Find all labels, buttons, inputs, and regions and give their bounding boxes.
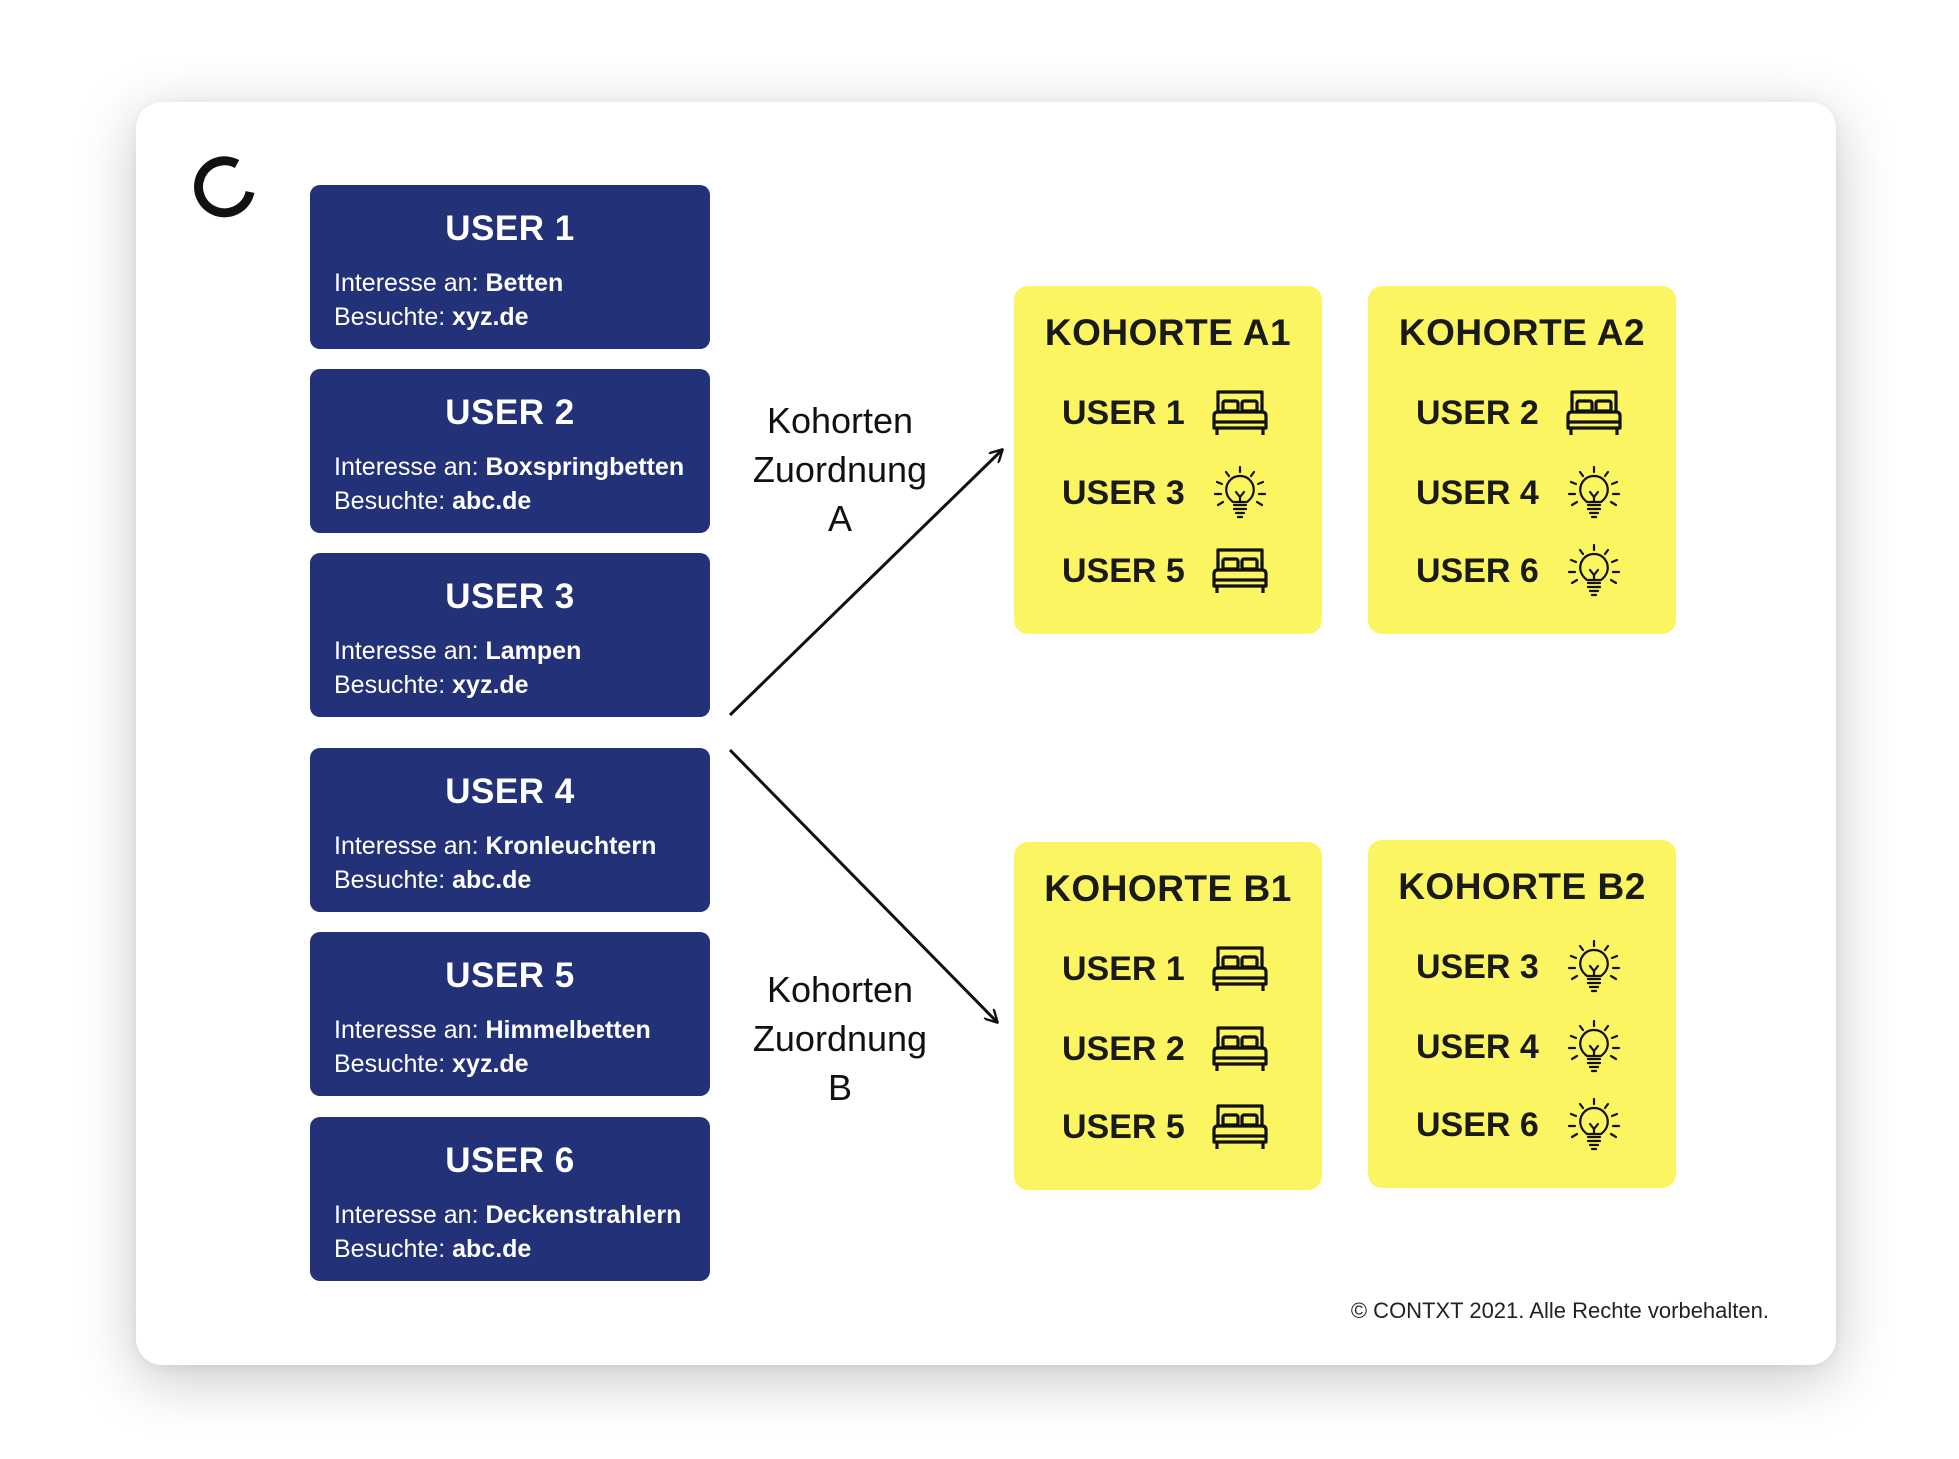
interest-label: Interesse an: [334,453,486,481]
visited-value: xyz.de [452,671,529,699]
lightbulb-icon [1564,940,1624,996]
visited-value: abc.de [452,487,532,515]
interest-value: Boxspringbetten [485,453,685,481]
interest-value: Himmelbetten [485,1016,651,1044]
user-card-2: USER 2 Interesse an: Boxspringbetten Bes… [310,369,710,533]
member-label: USER 4 [1416,1028,1539,1066]
member-label: USER 6 [1416,552,1539,590]
lightbulb-icon [1564,544,1624,600]
cohort-member: USER 5 [1062,1100,1302,1156]
lightbulb-icon [1564,1098,1624,1154]
interest-value: Kronleuchtern [485,832,657,860]
bed-icon [1210,386,1270,442]
visited-value: abc.de [452,1235,532,1263]
cohort-member: USER 2 [1062,1022,1302,1078]
cohort-title: KOHORTE A2 [1398,312,1646,353]
cohort-a2: KOHORTE A2 USER 2 USER 4 USER 6 [1368,286,1676,634]
user-title: USER 4 [445,772,575,811]
interest-label: Interesse an: [334,832,486,860]
cohort-member: USER 4 [1416,466,1656,522]
user-title: USER 5 [445,956,575,995]
visited-label: Besuchte: [334,866,453,894]
contxt-logo-icon [194,156,255,218]
user-card-5: USER 5 Interesse an: Himmelbetten Besuch… [310,932,710,1096]
member-label: USER 2 [1062,1030,1185,1068]
interest-label: Interesse an: [334,1016,486,1044]
cohort-title: KOHORTE A1 [1044,312,1292,353]
user-title: USER 6 [445,1141,575,1180]
interest-value: Deckenstrahlern [485,1201,682,1229]
cohort-b2: KOHORTE B2 USER 3 USER 4 USER 6 [1368,840,1676,1188]
visited-label: Besuchte: [334,303,453,331]
lightbulb-icon [1564,1020,1624,1076]
visited-value: xyz.de [452,303,529,331]
member-label: USER 2 [1416,394,1539,432]
visited-value: abc.de [452,866,532,894]
cohort-member: USER 6 [1416,544,1656,600]
cohort-title: KOHORTE B2 [1398,866,1646,907]
interest-value: Lampen [485,637,582,665]
assignment-b-label: Kohorten Zuordnung B [752,969,928,1108]
member-label: USER 1 [1062,394,1185,432]
user-title: USER 1 [445,209,575,248]
interest-label: Interesse an: [334,637,486,665]
cohort-title: KOHORTE B1 [1044,868,1292,909]
visited-label: Besuchte: [334,671,453,699]
member-label: USER 3 [1062,474,1185,512]
user-title: USER 2 [445,393,575,432]
interest-label: Interesse an: [334,269,486,297]
member-label: USER 3 [1416,948,1539,986]
user-card-1: USER 1 Interesse an: Betten Besuchte: xy… [310,185,710,349]
member-label: USER 5 [1062,552,1185,590]
interest-value: Betten [485,269,564,297]
bed-icon [1210,1100,1270,1156]
member-label: USER 1 [1062,950,1185,988]
user-card-4: USER 4 Interesse an: Kronleuchtern Besuc… [310,748,710,912]
visited-label: Besuchte: [334,487,453,515]
bed-icon [1210,1022,1270,1078]
lightbulb-icon [1564,466,1624,522]
bed-icon [1564,386,1624,442]
bed-icon [1210,544,1270,600]
cohort-member: USER 2 [1416,386,1656,442]
user-title: USER 3 [445,577,575,616]
cohort-a1: KOHORTE A1 USER 1 USER 3 USER 5 [1014,286,1322,634]
member-label: USER 5 [1062,1108,1185,1146]
member-label: USER 4 [1416,474,1539,512]
bed-icon [1210,942,1270,998]
cohort-member: USER 6 [1416,1098,1656,1154]
cohort-member: USER 3 [1416,940,1656,996]
cohort-member: USER 5 [1062,544,1302,600]
cohort-member: USER 1 [1062,386,1302,442]
copyright-footer: © CONTXT 2021. Alle Rechte vorbehalten. [1350,1298,1769,1323]
arrow-to-cohort-b [728,748,997,1022]
assignment-a-label: Kohorten Zuordnung A [752,400,928,539]
visited-label: Besuchte: [334,1050,453,1078]
user-card-6: USER 6 Interesse an: Deckenstrahlern Bes… [310,1117,710,1281]
arrow-to-cohort-a [728,450,1002,717]
visited-value: xyz.de [452,1050,529,1078]
user-card-3: USER 3 Interesse an: Lampen Besuchte: xy… [310,553,710,717]
interest-label: Interesse an: [334,1201,486,1229]
cohort-member: USER 1 [1062,942,1302,998]
lightbulb-icon [1210,466,1270,522]
cohort-member: USER 3 [1062,466,1302,522]
cohort-b1: KOHORTE B1 USER 1 USER 2 USER 5 [1014,842,1322,1190]
member-label: USER 6 [1416,1106,1539,1144]
cohort-member: USER 4 [1416,1020,1656,1076]
visited-label: Besuchte: [334,1235,453,1263]
